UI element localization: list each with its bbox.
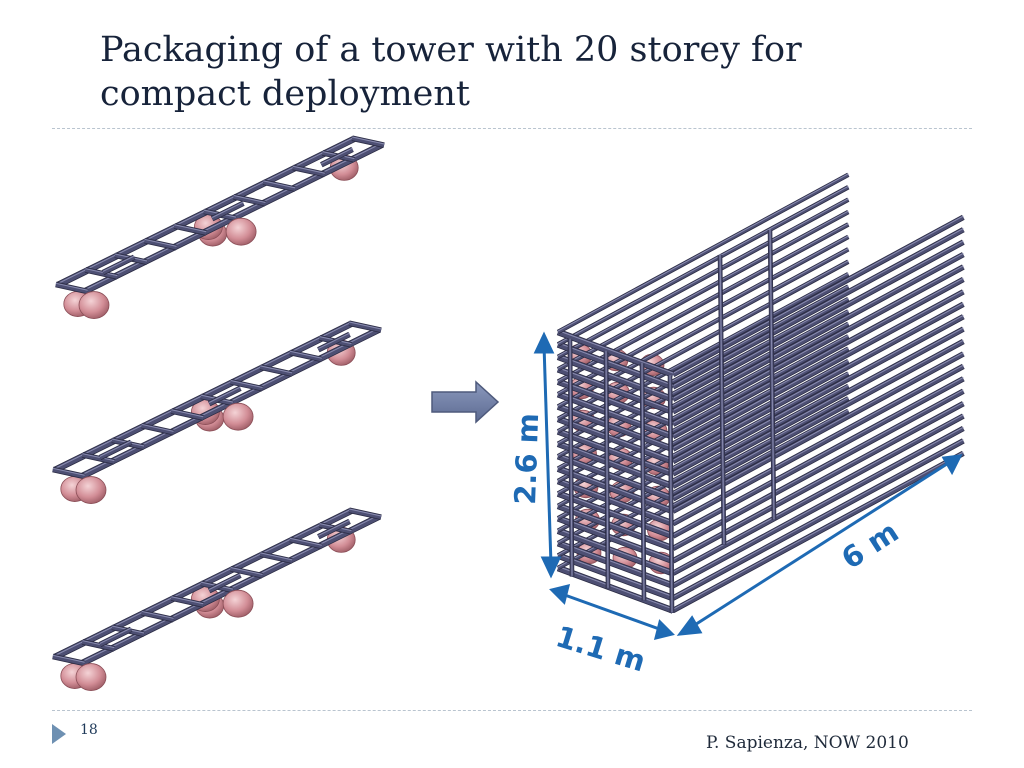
footer-divider <box>52 710 972 711</box>
right-arrow-icon <box>431 380 500 424</box>
title-divider <box>52 128 972 129</box>
storey-frame-2 <box>52 320 382 504</box>
nav-triangle-icon[interactable] <box>52 724 66 744</box>
packed-tower <box>556 172 965 614</box>
width-dimension-label: 1.1 m <box>552 619 650 678</box>
length-dimension-label: 6 m <box>835 514 904 575</box>
page-number: 18 <box>80 722 98 738</box>
footer-credit: P. Sapienza, NOW 2010 <box>706 733 909 753</box>
storey-frame-3 <box>52 507 382 691</box>
slide-title: Packaging of a tower with 20 storey for … <box>100 30 802 114</box>
height-dimension-arrow <box>533 331 562 579</box>
storey-frame-1 <box>55 135 385 319</box>
height-dimension-label: 2.6 m <box>508 412 545 505</box>
length-dimension-arrow <box>676 454 963 636</box>
width-dimension-arrow <box>549 583 675 641</box>
